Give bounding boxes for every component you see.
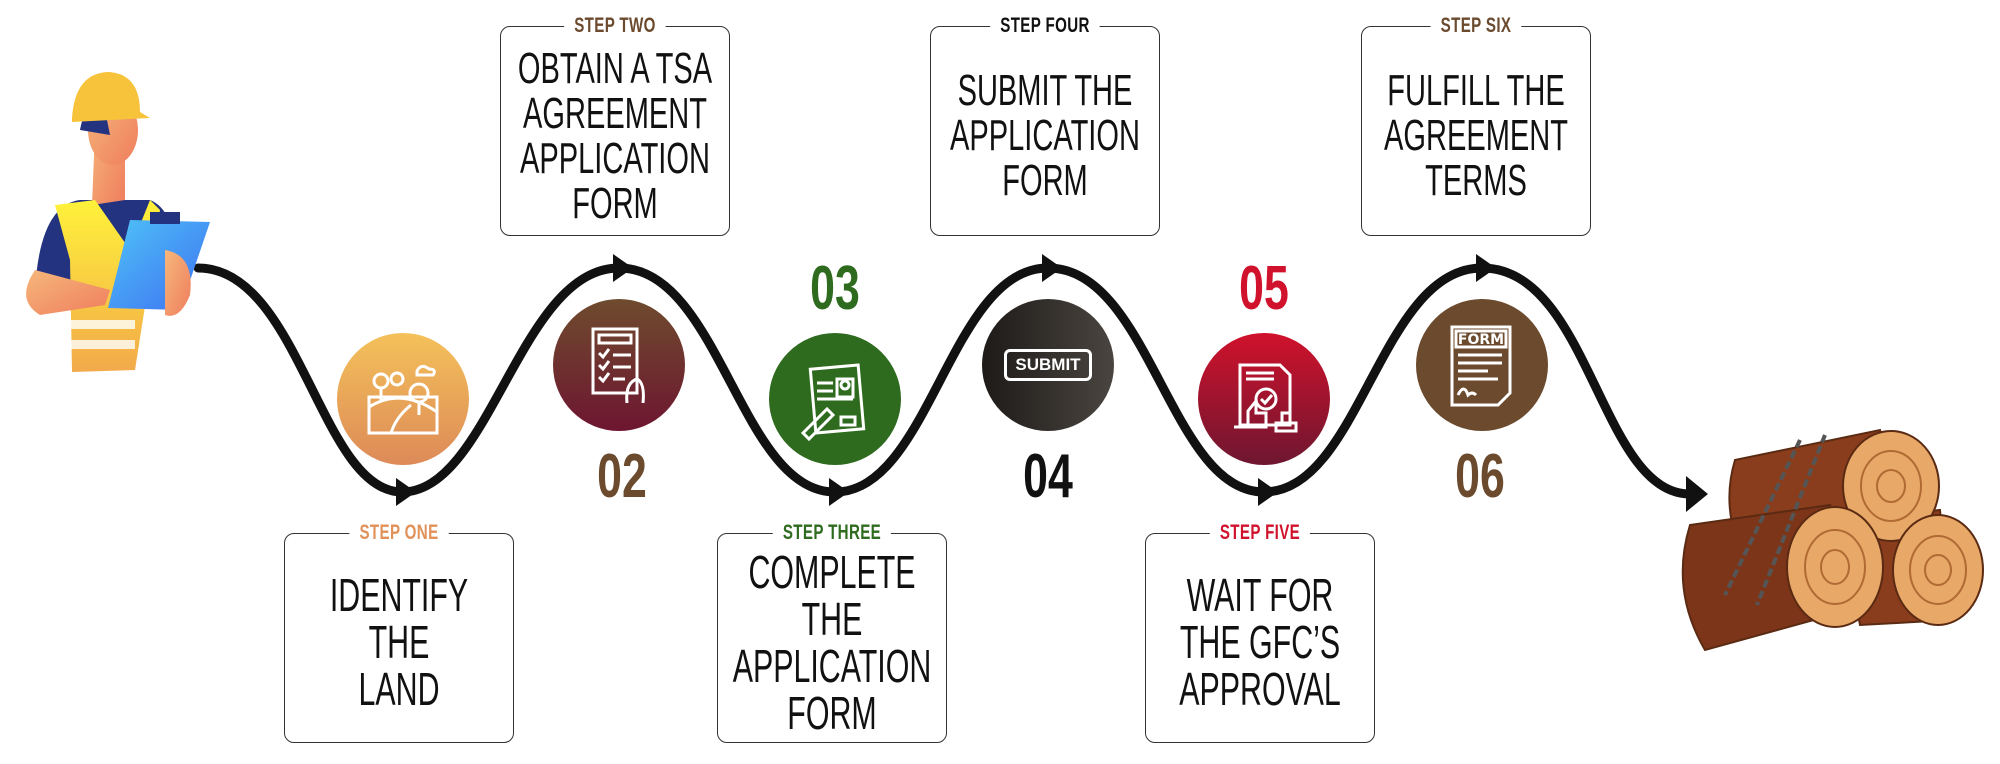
step-label: STEP FIVE	[1209, 521, 1311, 545]
step-description: COMPLETE THE APPLICATION FORM	[732, 545, 932, 739]
form-icon-text: FORM	[1458, 332, 1504, 348]
step-label: STEP THREE	[772, 521, 892, 545]
arrowhead-icon	[1476, 254, 1496, 282]
step-one-box: STEP ONE IDENTIFY THE LAND	[284, 521, 514, 743]
step-four-box: STEP FOUR SUBMIT THE APPLICATION FORM	[930, 14, 1160, 236]
step-number: 04	[1023, 442, 1073, 511]
checklist-icon	[553, 299, 685, 431]
wave-path	[193, 263, 1695, 499]
step-number: 06	[1455, 442, 1505, 511]
step-five-box: STEP FIVE WAIT FOR THE GFC’S APPROVAL	[1145, 521, 1375, 743]
form-document-icon: FORM	[1416, 299, 1548, 431]
step-description: IDENTIFY THE LAND	[329, 569, 469, 715]
step-two-box: STEP TWO OBTAIN A TSA AGREEMENT APPLICAT…	[500, 14, 730, 236]
step-number: 02	[597, 442, 647, 511]
step-description: WAIT FOR THE GFC’S APPROVAL	[1179, 569, 1341, 715]
step-description: FULFILL THE AGREEMENT TERMS	[1384, 66, 1568, 205]
landscape-icon	[337, 333, 469, 465]
application-form-icon	[769, 333, 901, 465]
step-description: SUBMIT THE APPLICATION FORM	[950, 66, 1140, 205]
step-label: STEP FOUR	[990, 14, 1100, 38]
arrowhead-icon	[829, 478, 849, 506]
arrowhead-icon	[613, 254, 633, 282]
step-number: 05	[1239, 254, 1289, 323]
arrowhead-icon	[396, 478, 416, 506]
step-three-box: STEP THREE COMPLETE THE APPLICATION FORM	[717, 521, 947, 743]
arrowhead-icon	[1258, 478, 1278, 506]
arrowhead-icon	[1686, 476, 1708, 512]
approval-stamp-icon	[1198, 333, 1330, 465]
step-label: STEP ONE	[349, 521, 449, 545]
submit-button-icon: SUBMIT	[982, 299, 1114, 431]
arrowhead-icon	[1042, 254, 1062, 282]
submit-icon-text: SUBMIT	[1004, 349, 1092, 381]
step-number: 03	[810, 254, 860, 323]
step-label: STEP TWO	[564, 14, 666, 38]
step-description: OBTAIN A TSA AGREEMENT APPLICATION FORM	[517, 43, 713, 228]
step-label: STEP SIX	[1430, 14, 1522, 38]
step-six-box: STEP SIX FULFILL THE AGREEMENT TERMS	[1361, 14, 1591, 236]
